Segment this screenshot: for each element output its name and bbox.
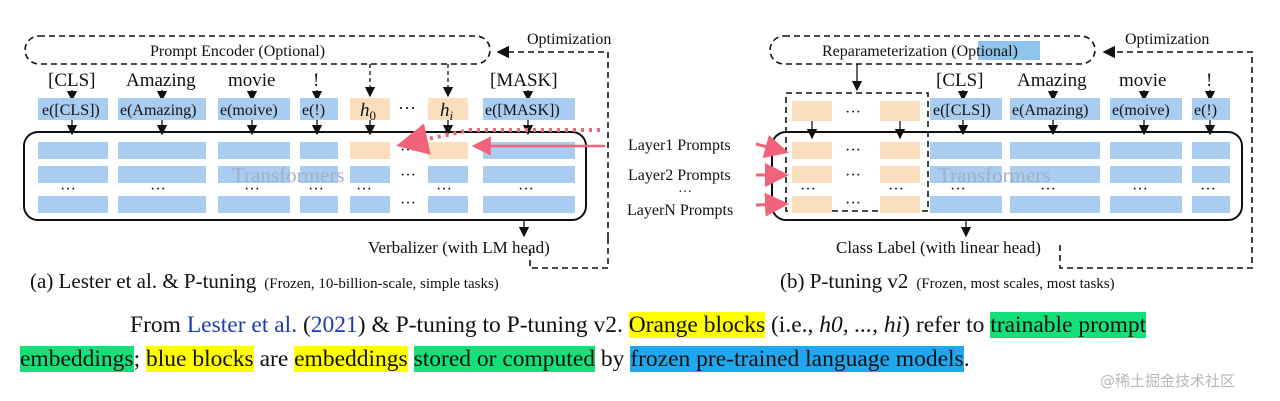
left-transformer-box — [23, 131, 587, 221]
layerN-prompts-label: LayerN Prompts — [627, 202, 733, 219]
left-emb-amazing: e(Amazing) — [120, 102, 196, 119]
svg-text:···: ··· — [518, 181, 534, 198]
right-caption: (b) P-tuning v2 (Frozen, most scales, mo… — [780, 269, 1115, 293]
right-token-cls: [CLS] — [936, 70, 984, 91]
svg-text:···: ··· — [400, 167, 416, 184]
left-emb-cls: e([CLS]) — [42, 102, 100, 119]
math-h0-hi: h0, ..., hi — [819, 312, 903, 338]
svg-text:···: ··· — [1040, 181, 1056, 198]
left-caption: (a) Lester et al. & P-tuning (Frozen, 10… — [30, 269, 499, 293]
svg-text:···: ··· — [436, 181, 452, 198]
frozen-highlight: frozen pre-trained language models — [630, 346, 964, 372]
svg-text:···: ··· — [244, 181, 260, 198]
svg-text:···: ··· — [845, 195, 861, 212]
right-token-bang: ! — [1206, 70, 1212, 91]
left-emb-bang: e(!) — [302, 102, 325, 119]
left-token-mask: [MASK] — [490, 70, 558, 91]
citation-link[interactable]: Lester et al. — [186, 312, 298, 338]
svg-text:···: ··· — [845, 142, 861, 159]
svg-text:···: ··· — [60, 181, 76, 198]
left-optimization-loop — [498, 52, 609, 269]
left-optimization-label: Optimization — [527, 31, 611, 48]
orange-blocks-highlight: Orange blocks — [628, 312, 766, 338]
svg-text:···: ··· — [1200, 181, 1216, 198]
left-h0: h0 — [360, 100, 376, 123]
blue-blocks-highlight: blue blocks — [145, 346, 254, 372]
left-emb-movie: e(moive) — [220, 102, 278, 119]
prompt-encoder-label: Prompt Encoder (Optional) — [150, 43, 325, 60]
left-token-movie: movie — [228, 70, 276, 91]
left-token-amazing: Amazing — [126, 70, 196, 91]
left-token-cls: [CLS] — [48, 70, 96, 91]
class-label: Class Label (with linear head) — [836, 238, 1041, 257]
svg-text:···: ··· — [1132, 181, 1148, 198]
layer1-prompts-label: Layer1 Prompts — [628, 137, 731, 154]
left-emb-dots: ··· — [398, 98, 416, 118]
right-token-amazing: Amazing — [1017, 70, 1087, 91]
figure-caption: From Lester et al. (2021) & P-tuning to … — [20, 312, 1147, 372]
right-emb-movie: e(moive) — [1112, 102, 1170, 119]
right-transformers-label: Transformers — [938, 163, 1050, 187]
svg-text:···: ··· — [888, 181, 904, 198]
right-optimization-label: Optimization — [1125, 31, 1209, 48]
right-token-movie: movie — [1119, 70, 1167, 91]
left-panel: Prompt Encoder (Optional) Optimization [… — [23, 31, 611, 293]
right-emb-bang: e(!) — [1194, 102, 1217, 119]
left-token-bang: ! — [313, 70, 319, 91]
watermark: @稀土掘金技术社区 — [1100, 372, 1236, 390]
citation-year-link[interactable]: 2021 — [310, 312, 358, 338]
svg-text:···: ··· — [400, 195, 416, 212]
right-optimization-loop — [1059, 45, 1253, 269]
svg-text:···: ··· — [845, 104, 861, 121]
left-emb-mask: e([MASK]) — [485, 102, 560, 119]
right-emb-cls: e([CLS]) — [933, 102, 991, 119]
right-panel: Reparameterization (Optional) Optimizati… — [627, 31, 1253, 293]
svg-text:···: ··· — [950, 181, 966, 198]
left-hi: hi — [440, 100, 454, 123]
p-tuning-figure: Prompt Encoder (Optional) Optimization [… — [23, 31, 1253, 293]
svg-text:···: ··· — [678, 185, 692, 200]
left-transformers-label: Transformers — [232, 163, 344, 187]
right-emb-amazing: e(Amazing) — [1012, 102, 1088, 119]
svg-text:···: ··· — [845, 167, 861, 184]
reparameterization-label: Reparameterization (Optional) — [822, 43, 1018, 60]
layer2-prompts-label: Layer2 Prompts — [628, 167, 731, 184]
svg-text:···: ··· — [150, 181, 166, 198]
verbalizer-label: Verbalizer (with LM head) — [368, 238, 550, 257]
embeddings-highlight: embeddings — [294, 346, 408, 372]
stored-highlight: stored or computed — [413, 346, 596, 372]
svg-text:···: ··· — [356, 181, 372, 198]
svg-text:···: ··· — [800, 181, 816, 198]
left-prompt-red-arrow — [396, 123, 600, 155]
svg-text:···: ··· — [308, 181, 324, 198]
